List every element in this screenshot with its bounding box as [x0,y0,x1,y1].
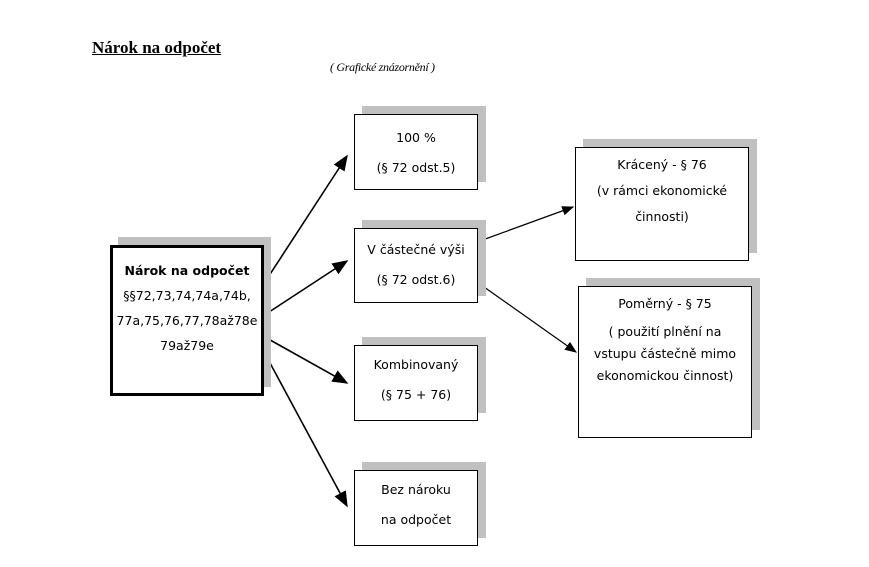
box-line: (v rámci ekonomické [596,183,728,198]
box-line: 100 % [396,130,436,145]
box-line: (§ 72 odst.6) [376,272,456,287]
box-line: činnosti) [635,209,689,224]
box-proportional: Poměrný - § 75 ( použití plnění na vstup… [578,286,752,438]
root-line: 77a,75,76,77,78až78e [116,313,258,328]
box-combined: Kombinovaný (§ 75 + 76) [354,345,478,421]
root-heading: Nárok na odpočet [124,263,250,278]
arrow-to-none [262,349,348,508]
subtitle: ( Grafické znázornění ) [330,60,435,74]
box-full-deduction: 100 % (§ 72 odst.5) [354,114,478,190]
arrow-to-proportional [476,281,577,353]
box-line: na odpočet [380,512,452,527]
box-reduced: Krácený - § 76 (v rámci ekonomické činnost… [575,147,749,261]
root-line: 79až79e [160,338,214,353]
box-line: Poměrný - § 75 [618,296,712,311]
box-line: ekonomickou činnost) [596,368,734,383]
box-line: Krácený - § 76 [617,157,707,172]
arrow-to-full [262,154,348,286]
page-title: Nárok na odpočet [92,38,222,57]
box-line: (§ 75 + 76) [380,387,452,402]
box-partial-deduction: V částečné výši (§ 72 odst.6) [354,228,478,303]
box-line: (§ 72 odst.5) [376,160,456,175]
box-line: vstupu částečně mimo [593,346,737,361]
box-no-deduction: Bez nároku na odpočet [354,470,478,546]
box-line: ( použití plnění na [608,324,722,339]
box-line: Kombinovaný [373,357,459,372]
arrow-to-combined [262,335,349,384]
box-line: V částečné výši [367,242,465,257]
root-line: §§72,73,74,74a,74b, [123,288,251,303]
box-line: Bez nároku [381,482,451,497]
arrow-to-partial [262,260,349,317]
root-box: Nárok na odpočet §§72,73,74,74a,74b, 77a… [110,245,264,396]
arrow-to-reduced [476,206,575,243]
